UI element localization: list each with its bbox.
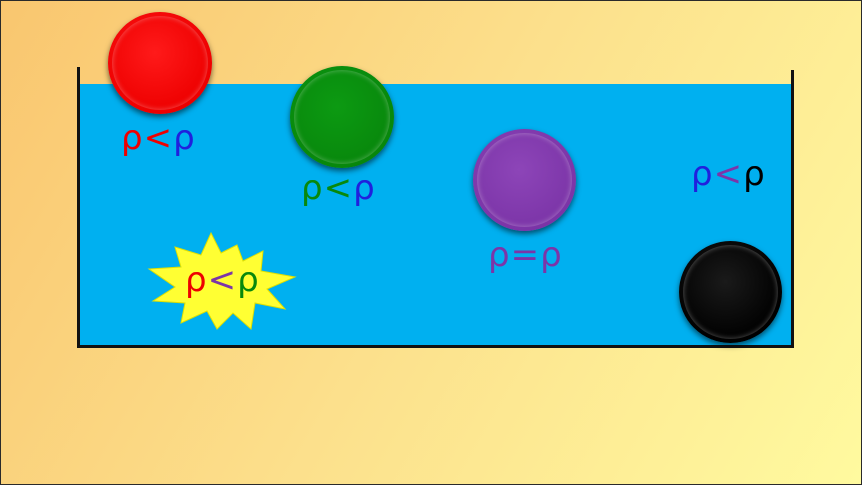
tank-bottom-wall xyxy=(77,345,794,348)
water-density-symbol: ρ xyxy=(540,235,562,275)
purple-ball xyxy=(473,129,576,231)
starburst-relation: < xyxy=(207,260,237,300)
starburst-label: ρ<ρ xyxy=(185,263,259,297)
green-ball-density-label: ρ<ρ xyxy=(301,171,375,205)
red-ball-density-symbol: ρ xyxy=(121,118,143,158)
water-density-symbol: ρ xyxy=(173,118,195,158)
starburst-right-symbol: ρ xyxy=(237,260,259,300)
green-ball xyxy=(290,66,394,168)
black-ball-density-symbol: ρ xyxy=(743,154,765,194)
red-ball xyxy=(108,12,212,114)
water-density-symbol: ρ xyxy=(691,154,713,194)
black-ball-relation: < xyxy=(713,154,743,194)
tank-left-wall xyxy=(77,67,80,348)
red-ball-relation: < xyxy=(143,118,173,158)
purple-ball-density-symbol: ρ xyxy=(488,235,510,275)
tank-right-wall xyxy=(791,70,794,348)
purple-ball-relation: = xyxy=(510,235,540,275)
water-density-symbol: ρ xyxy=(353,168,375,208)
red-ball-density-label: ρ<ρ xyxy=(121,121,195,155)
starburst-left-symbol: ρ xyxy=(185,260,207,300)
starburst-shape xyxy=(147,231,297,330)
green-ball-density-symbol: ρ xyxy=(301,168,323,208)
black-ball xyxy=(679,241,782,343)
black-ball-density-label: ρ<ρ xyxy=(691,157,765,191)
purple-ball-density-label: ρ=ρ xyxy=(488,238,562,272)
green-ball-relation: < xyxy=(323,168,353,208)
